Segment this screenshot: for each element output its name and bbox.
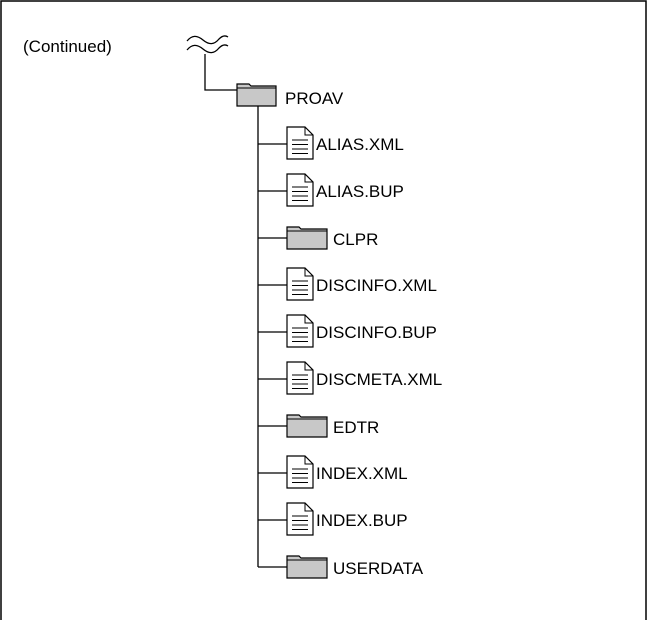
folder-node: EDTR [258, 414, 379, 438]
file-label: DISCINFO.XML [316, 276, 437, 295]
file-label: ALIAS.XML [316, 135, 404, 154]
file-node: ALIAS.XML [258, 126, 404, 160]
file-node: ALIAS.BUP [258, 173, 404, 207]
folder-node: CLPR [258, 226, 378, 250]
document-icon [286, 361, 314, 395]
file-label: ALIAS.BUP [316, 182, 404, 201]
root-folder-node: PROAV [236, 83, 344, 108]
document-icon [286, 455, 314, 489]
folder-icon [286, 226, 328, 250]
file-node: DISCMETA.XML [258, 361, 442, 395]
children-list: ALIAS.XML ALIAS.BUP CLPR DISCINFO.XML DISCIN… [258, 126, 442, 579]
file-node: INDEX.BUP [258, 502, 408, 536]
document-icon [286, 173, 314, 207]
root-connector-line [204, 54, 237, 91]
document-icon [286, 126, 314, 160]
file-node: INDEX.XML [258, 455, 408, 489]
folder-node: USERDATA [258, 555, 424, 579]
continued-label: (Continued) [23, 37, 112, 56]
folder-icon [286, 414, 328, 438]
file-label: DISCINFO.BUP [316, 323, 437, 342]
document-icon [286, 314, 314, 348]
folder-icon [286, 555, 328, 579]
file-node: DISCINFO.BUP [258, 314, 437, 348]
folder-icon [236, 83, 277, 107]
folder-label: USERDATA [333, 559, 424, 578]
file-label: INDEX.BUP [316, 511, 408, 530]
document-icon [286, 502, 314, 536]
root-folder-label: PROAV [285, 89, 344, 108]
folder-label: EDTR [333, 418, 379, 437]
document-icon [286, 267, 314, 301]
wavy-break-icon [186, 35, 229, 54]
folder-label: CLPR [333, 230, 378, 249]
file-label: INDEX.XML [316, 464, 408, 483]
file-label: DISCMETA.XML [316, 370, 442, 389]
file-node: DISCINFO.XML [258, 267, 437, 301]
